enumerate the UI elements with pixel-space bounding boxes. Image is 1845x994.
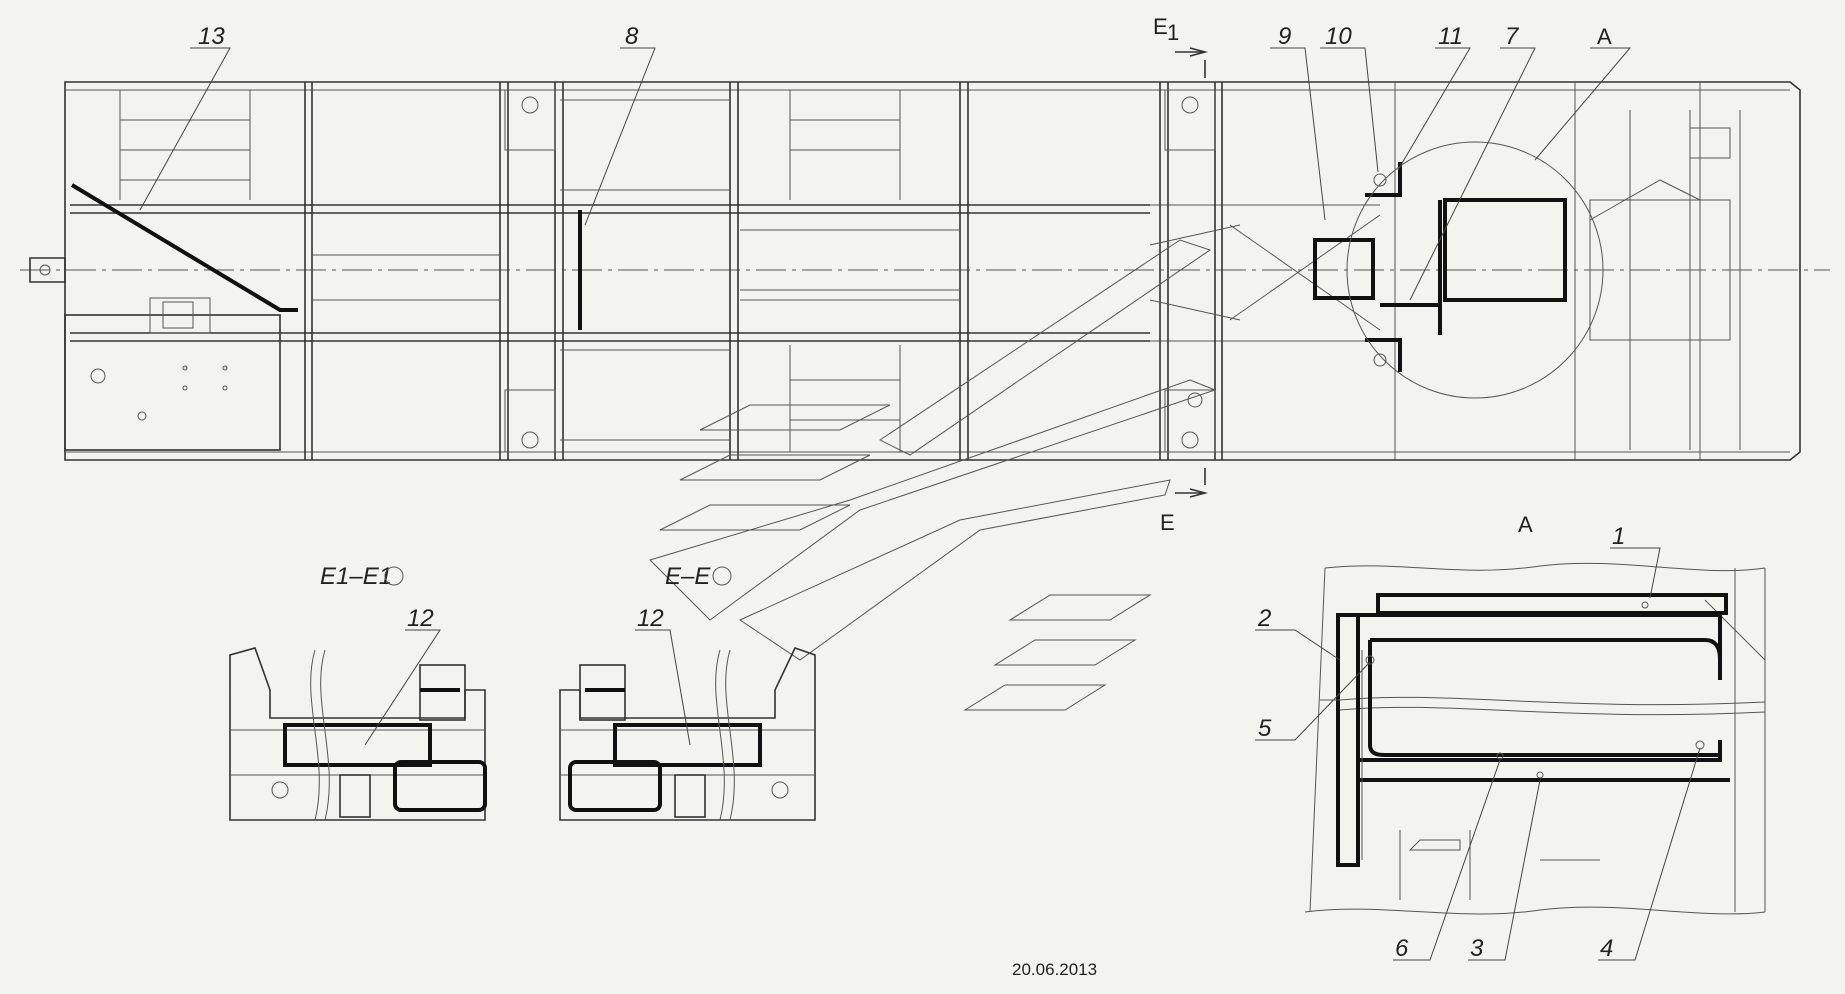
callout-3: 3 xyxy=(1470,935,1484,962)
callout-2: 2 xyxy=(1257,605,1271,632)
callout-5: 5 xyxy=(1258,715,1272,742)
section-markers: E 1 E xyxy=(1153,14,1209,535)
callout-12-right: 12 xyxy=(637,605,664,632)
section-e-bottom-label: E xyxy=(1160,510,1175,535)
section-e1-e1: E1–E1 12 xyxy=(229,563,487,821)
callout-7: 7 xyxy=(1505,23,1520,50)
section-e1-e1-title: E1–E1 xyxy=(320,563,392,590)
callout-12-left: 12 xyxy=(407,605,434,632)
detail-a: A 1 2 5 6 3 4 xyxy=(1255,512,1766,962)
section-e1-top-label: E xyxy=(1153,14,1168,39)
callout-9: 9 xyxy=(1278,23,1291,50)
callout-13: 13 xyxy=(198,23,225,50)
callout-6: 6 xyxy=(1395,935,1409,962)
drawing-date: 20.06.2013 xyxy=(1012,960,1097,979)
callout-1: 1 xyxy=(1612,523,1625,550)
callout-4: 4 xyxy=(1600,935,1613,962)
detail-a-title: A xyxy=(1518,512,1533,537)
section-e-e-title: E–E xyxy=(665,563,711,590)
callout-8: 8 xyxy=(625,23,639,50)
highlighted-members xyxy=(70,141,1604,399)
section-e1-top-subscript: 1 xyxy=(1167,20,1179,45)
callout-A: A xyxy=(1597,24,1612,49)
chassis-frame xyxy=(20,81,1830,711)
section-e-e: E–E 12 xyxy=(559,563,816,821)
top-callouts: 13 8 9 10 11 7 A xyxy=(139,23,1632,301)
callout-10: 10 xyxy=(1325,23,1352,50)
callout-11: 11 xyxy=(1438,23,1463,50)
